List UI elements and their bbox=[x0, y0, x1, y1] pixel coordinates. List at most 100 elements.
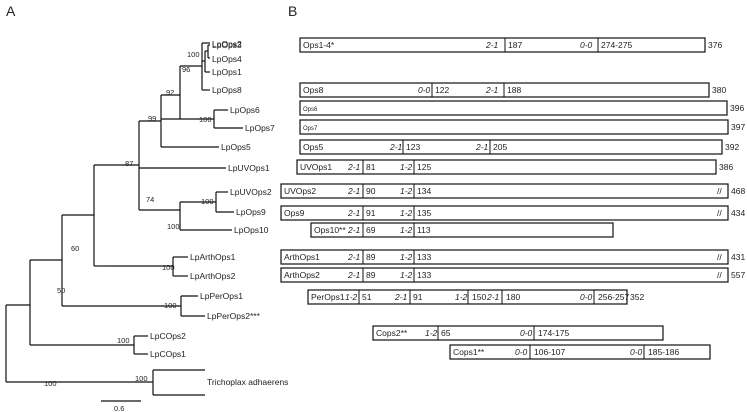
intron-position: 180 bbox=[506, 292, 520, 302]
gene-length: 380 bbox=[712, 85, 726, 95]
break-mark: // bbox=[717, 252, 722, 262]
intron-phase: 1-2 bbox=[400, 270, 413, 280]
gene-name: ArthOps2 bbox=[284, 270, 320, 280]
intron-phase: 2-1 bbox=[486, 292, 500, 302]
intron-phase: 1-2 bbox=[400, 225, 413, 235]
gene-box bbox=[299, 119, 729, 135]
scale-bar-label: 0.6 bbox=[114, 404, 124, 412]
intron-phase: 1-2 bbox=[400, 252, 413, 262]
leaf-labels: LpOps3 LpOps4 LpOps1 LpOps2 LpOps8 LpOps… bbox=[150, 39, 288, 387]
bootstrap-value: 74 bbox=[146, 195, 154, 204]
bootstrap-value: 99 bbox=[148, 114, 156, 123]
gene-length: 434 bbox=[731, 208, 745, 218]
break-mark: // bbox=[717, 186, 722, 196]
gene-row: Ops8 0-0 122 2-1 188 380 bbox=[299, 82, 726, 98]
gene-box bbox=[299, 139, 723, 155]
intron-phase: 2-1 bbox=[347, 270, 361, 280]
gene-box bbox=[310, 222, 614, 238]
intron-phase: 0-0 bbox=[580, 40, 593, 50]
leaf-label: LpOps3 bbox=[212, 40, 242, 50]
gene-name: PerOps1 bbox=[311, 292, 345, 302]
leaf-label: LpOps5 bbox=[221, 142, 251, 152]
bootstrap-value: 100 bbox=[44, 379, 57, 388]
gene-name: Cops2** bbox=[376, 328, 408, 338]
intron-position: 256-257 bbox=[598, 292, 629, 302]
intron-position: 51 bbox=[362, 292, 372, 302]
leaf-label: LpOps1 bbox=[212, 67, 242, 77]
leaf-label: LpOps10 bbox=[234, 225, 269, 235]
intron-position: 187 bbox=[508, 40, 522, 50]
break-mark: // bbox=[717, 208, 722, 218]
intron-position: 125 bbox=[417, 162, 431, 172]
leaf-label: LpArthOps1 bbox=[190, 252, 236, 262]
intron-phase: 2-1 bbox=[347, 225, 361, 235]
gene-name: Ops1-4* bbox=[303, 40, 335, 50]
leaf-label: LpArthOps2 bbox=[190, 271, 236, 281]
intron-phase: 1-2 bbox=[425, 328, 438, 338]
intron-position: 123 bbox=[406, 142, 420, 152]
intron-position: 90 bbox=[366, 186, 376, 196]
leaf-label: LpCOps2 bbox=[150, 331, 186, 341]
leaf-label: LpOps6 bbox=[230, 105, 260, 115]
gene-box bbox=[296, 159, 717, 175]
intron-position: 106-107 bbox=[534, 347, 565, 357]
intron-position: 150 bbox=[472, 292, 486, 302]
gene-name: Ops9 bbox=[284, 208, 305, 218]
intron-phase: 1-2 bbox=[455, 292, 468, 302]
gene-name: Ops8 bbox=[303, 85, 324, 95]
intron-position: 134 bbox=[417, 186, 431, 196]
bootstrap-value: 100 bbox=[135, 374, 148, 383]
intron-phase: 2-1 bbox=[347, 208, 361, 218]
panel-b-label: B bbox=[288, 3, 297, 19]
bootstrap-value: 100 bbox=[201, 197, 214, 206]
gene-length: 392 bbox=[725, 142, 739, 152]
leaf-label: LpPerOps2*** bbox=[207, 311, 261, 321]
bootstrap-value: 92 bbox=[166, 88, 174, 97]
leaf-label: LpPerOps1 bbox=[200, 291, 243, 301]
intron-phase: 0-0 bbox=[418, 85, 431, 95]
panel-a-label: A bbox=[6, 3, 16, 19]
bootstrap-values: 100 96 92 99 100 87 74 100 100 60 100 50… bbox=[44, 50, 214, 388]
intron-position: 188 bbox=[507, 85, 521, 95]
gene-name: Ops10** bbox=[314, 225, 346, 235]
intron-position: 81 bbox=[366, 162, 376, 172]
intron-position: 174-175 bbox=[538, 328, 569, 338]
intron-position: 205 bbox=[493, 142, 507, 152]
gene-box bbox=[280, 249, 729, 265]
intron-position: 122 bbox=[435, 85, 449, 95]
gene-name: UVOps1 bbox=[300, 162, 332, 172]
bootstrap-value: 87 bbox=[125, 159, 133, 168]
gene-name: Cops1** bbox=[453, 347, 485, 357]
intron-phase: 2-1 bbox=[485, 85, 499, 95]
intron-phase: 0-0 bbox=[630, 347, 643, 357]
leaf-label: LpUVOps2 bbox=[230, 187, 272, 197]
intron-position: 113 bbox=[417, 225, 431, 235]
gene-box bbox=[299, 37, 706, 53]
gene-length: 352 bbox=[630, 292, 644, 302]
intron-position: 91 bbox=[366, 208, 376, 218]
bootstrap-value: 100 bbox=[199, 115, 212, 124]
gene-length: 376 bbox=[708, 40, 722, 50]
gene-length: 431 bbox=[731, 252, 745, 262]
gene-length: 396 bbox=[730, 103, 744, 113]
intron-position: 274-275 bbox=[601, 40, 632, 50]
bootstrap-value: 100 bbox=[162, 263, 175, 272]
intron-phase: 1-2 bbox=[400, 208, 413, 218]
bootstrap-value: 100 bbox=[117, 336, 130, 345]
intron-position: 133 bbox=[417, 270, 431, 280]
intron-position: 89 bbox=[366, 252, 376, 262]
intron-phase: 2-1 bbox=[347, 162, 361, 172]
